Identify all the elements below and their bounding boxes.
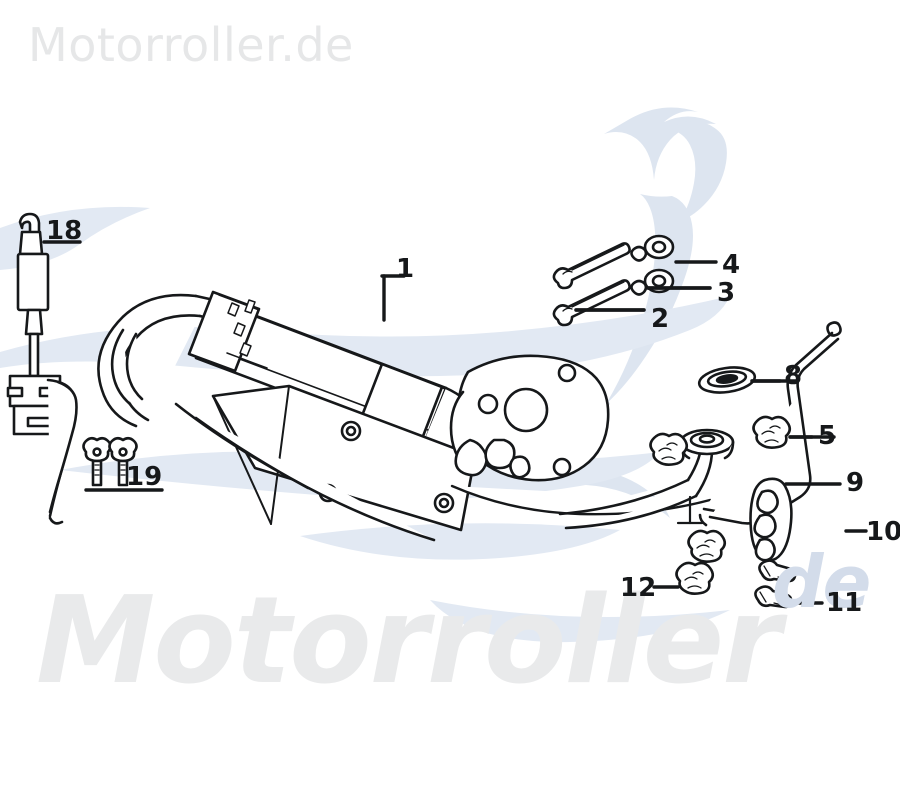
parts-2-3-4-hardware xyxy=(552,234,675,327)
callout-label-5: 5 xyxy=(818,421,837,451)
part-5-nut xyxy=(752,415,792,449)
engine-mount-bracket xyxy=(449,354,712,516)
line-art-group xyxy=(6,212,868,609)
callout-label-19: 19 xyxy=(126,462,163,492)
watermark-big-text: Motorroller xyxy=(36,572,781,711)
part-8-gasket-ring xyxy=(697,366,757,394)
part-11-bolts xyxy=(754,559,797,609)
callout-label-10: 10 xyxy=(866,517,900,547)
watermark-suffix-text: de xyxy=(772,540,871,624)
part-19-bolts xyxy=(82,436,138,487)
callout-label-9: 9 xyxy=(846,468,865,498)
callout-label-2: 2 xyxy=(651,304,670,334)
part-1-muffler-assembly xyxy=(97,290,490,542)
callout-label-11: 11 xyxy=(826,588,863,618)
callout-label-1: 1 xyxy=(396,254,415,284)
callout-label-12: 12 xyxy=(620,573,657,603)
callout-underlines xyxy=(42,240,836,492)
callout-label-8: 8 xyxy=(784,361,803,391)
part-9-bracket-plate xyxy=(749,477,793,562)
callout-label-4: 4 xyxy=(722,250,741,280)
callout-label-3: 3 xyxy=(717,278,736,308)
watermark-top-text: Motorroller.de xyxy=(28,18,354,72)
nut-left-of-flange xyxy=(649,432,689,466)
part-12-nuts xyxy=(675,529,727,595)
part-18-cable-assembly xyxy=(6,212,78,525)
callout-label-18: 18 xyxy=(46,216,83,246)
